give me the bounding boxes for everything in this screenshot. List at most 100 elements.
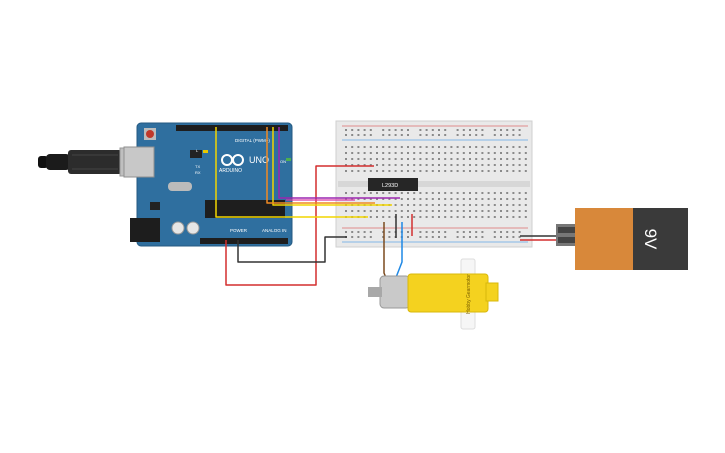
- breadboard-hole: [369, 152, 372, 154]
- breadboard-hole: [481, 164, 484, 166]
- wire-5v-red[interactable]: [225, 165, 374, 286]
- breadboard-hole: [357, 146, 360, 148]
- wire-purple[interactable]: [278, 127, 400, 199]
- breadboard-hole: [450, 210, 453, 212]
- breadboard-hole: [407, 231, 409, 233]
- wire-gnd-black[interactable]: [237, 236, 347, 263]
- breadboard-hole: [450, 170, 453, 172]
- breadboard-hole: [524, 158, 527, 160]
- breadboard-hole: [518, 129, 521, 131]
- breadboard-hole: [438, 210, 440, 212]
- breadboard-hole: [444, 204, 447, 206]
- breadboard-hole: [394, 146, 397, 148]
- battery-9v[interactable]: 9V: [556, 208, 688, 270]
- breadboard-hole: [419, 204, 422, 206]
- battery-body-black: [633, 208, 688, 270]
- breadboard-hole: [382, 134, 385, 136]
- breadboard-hole: [456, 152, 459, 154]
- breadboard-hole: [450, 198, 453, 200]
- breadboard-hole: [493, 210, 496, 212]
- breadboard-hole: [413, 210, 416, 212]
- breadboard-hole: [462, 231, 465, 233]
- breadboard-hole: [456, 164, 459, 166]
- breadboard-hole: [419, 129, 422, 131]
- breadboard-hole: [512, 129, 515, 131]
- breadboard-hole: [506, 231, 509, 233]
- breadboard-hole: [524, 216, 527, 218]
- wire-yellow-2[interactable]: [272, 127, 392, 206]
- breadboard-hole: [506, 170, 509, 172]
- wire-motor-blue[interactable]: [394, 222, 403, 281]
- breadboard-hole: [444, 236, 447, 238]
- breadboard-hole: [518, 210, 521, 212]
- breadboard-hole: [388, 164, 391, 166]
- breadboard-hole: [438, 204, 440, 206]
- breadboard-hole: [518, 134, 521, 136]
- breadboard-hole: [388, 158, 391, 160]
- breadboard-hole: [469, 134, 471, 136]
- breadboard-hole: [512, 134, 515, 136]
- breadboard-hole: [382, 192, 385, 194]
- breadboard-hole: [475, 236, 478, 238]
- breadboard-hole: [376, 192, 378, 194]
- breadboard-hole: [407, 192, 409, 194]
- breadboard-hole: [413, 192, 416, 194]
- breadboard-hole: [438, 198, 440, 200]
- breadboard-hole: [357, 158, 360, 160]
- dc-gear-motor[interactable]: Hobby Gearmotor: [368, 258, 499, 330]
- breadboard-hole: [400, 192, 403, 194]
- breadboard-hole: [345, 134, 347, 136]
- breadboard-hole: [345, 198, 347, 200]
- breadboard-hole: [506, 129, 509, 131]
- breadboard[interactable]: L293D: [335, 120, 533, 248]
- breadboard-hole: [524, 152, 527, 154]
- breadboard-hole: [500, 192, 502, 194]
- on-led-label: ON: [280, 159, 286, 164]
- breadboard-hole: [462, 204, 465, 206]
- breadboard-hole: [345, 158, 347, 160]
- breadboard-hole: [493, 170, 496, 172]
- breadboard-hole: [450, 216, 453, 218]
- rx-label: RX: [195, 170, 201, 175]
- breadboard-hole: [518, 204, 521, 206]
- breadboard-hole: [518, 146, 521, 148]
- breadboard-hole: [431, 152, 434, 154]
- breadboard-hole: [500, 204, 502, 206]
- breadboard-hole: [481, 216, 484, 218]
- breadboard-hole: [475, 170, 478, 172]
- breadboard-hole: [425, 231, 428, 233]
- breadboard-holes: [345, 129, 527, 238]
- breadboard-hole: [419, 170, 422, 172]
- breadboard-hole: [518, 231, 521, 233]
- l293d-chip[interactable]: [368, 178, 418, 191]
- breadboard-hole: [456, 170, 459, 172]
- arduino-uno-board[interactable]: UNO ARDUINO DIGITAL (PWM~) POWER ANALOG …: [123, 122, 293, 247]
- breadboard-hole: [400, 216, 403, 218]
- breadboard-hole: [462, 134, 465, 136]
- breadboard-hole: [419, 236, 422, 238]
- breadboard-hole: [419, 146, 422, 148]
- breadboard-hole: [388, 134, 391, 136]
- breadboard-hole: [394, 158, 397, 160]
- wire-orange[interactable]: [266, 127, 375, 204]
- wire-yellow-1[interactable]: [215, 127, 368, 218]
- breadboard-hole: [388, 236, 391, 238]
- breadboard-hole: [369, 146, 372, 148]
- breadboard-hole: [394, 152, 397, 154]
- breadboard-hole: [481, 134, 484, 136]
- breadboard-hole: [376, 170, 378, 172]
- digital-header-label: DIGITAL (PWM~): [235, 138, 270, 143]
- breadboard-hole: [357, 210, 360, 212]
- breadboard-hole: [487, 170, 490, 172]
- breadboard-hole: [506, 134, 509, 136]
- breadboard-hole: [388, 198, 391, 200]
- breadboard-hole: [369, 129, 372, 131]
- breadboard-hole: [524, 192, 527, 194]
- breadboard-hole: [462, 236, 465, 238]
- breadboard-hole: [363, 146, 366, 148]
- breadboard-hole: [394, 164, 397, 166]
- breadboard-hole: [419, 231, 422, 233]
- breadboard-hole: [400, 198, 403, 200]
- breadboard-hole: [431, 210, 434, 212]
